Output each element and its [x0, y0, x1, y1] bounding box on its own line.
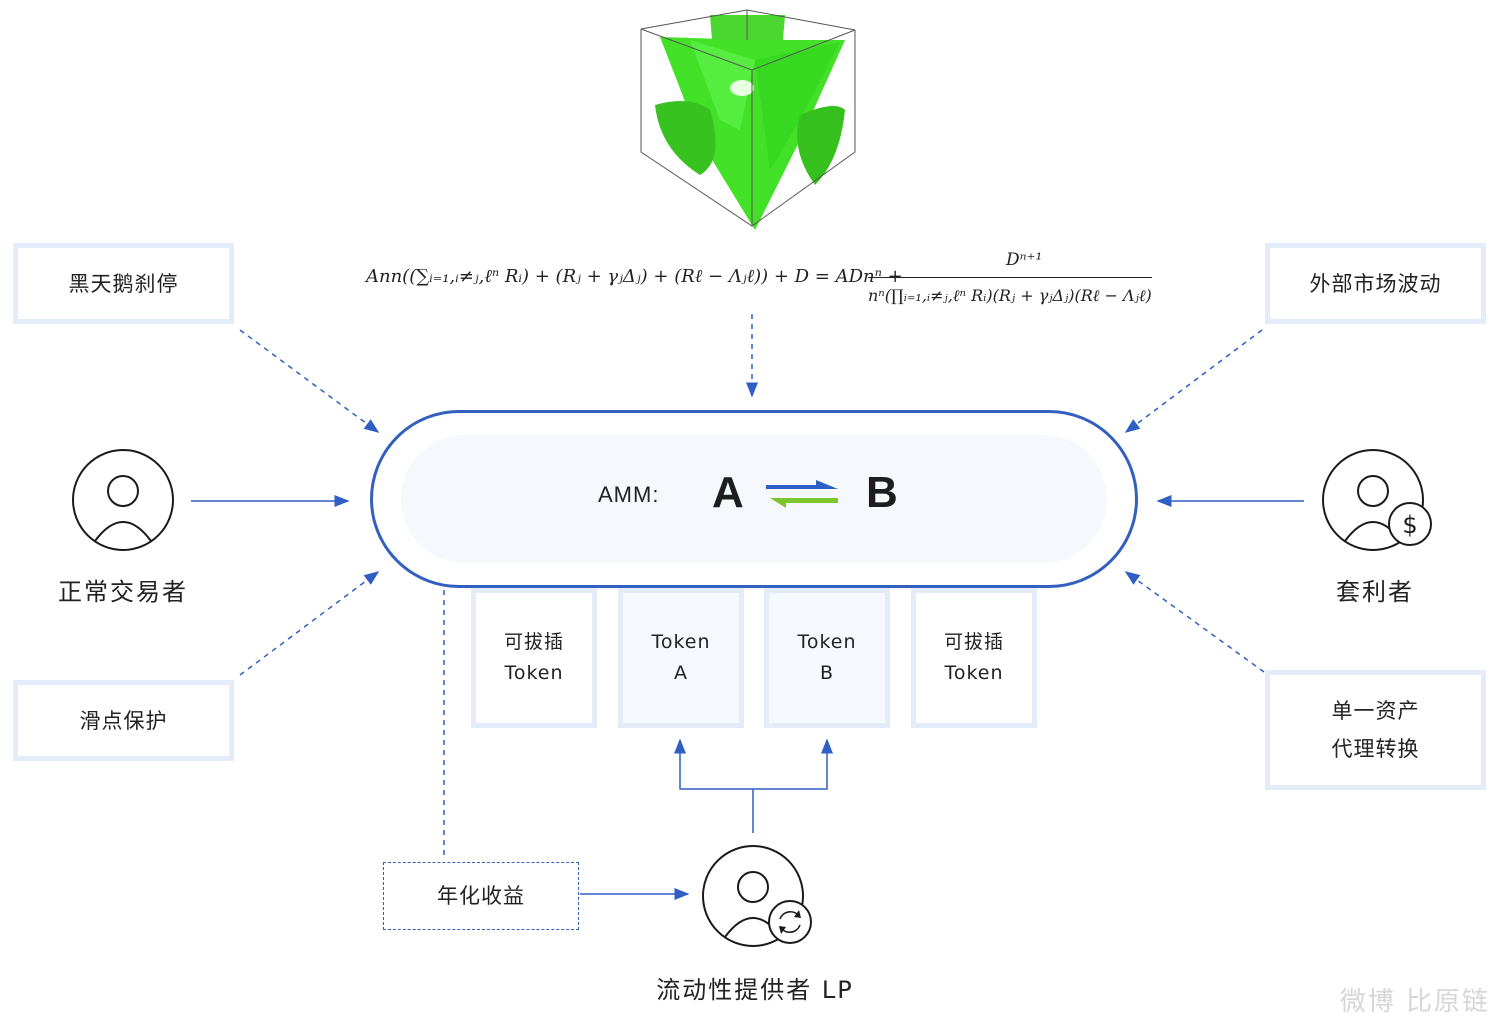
slippage-arrow	[239, 571, 380, 676]
token-line1: Token	[797, 631, 857, 653]
token-line1: 可拔插	[943, 631, 1004, 653]
annual-yield-box: 年化收益	[383, 862, 579, 930]
user-dollar-icon: $	[1322, 449, 1432, 551]
slippage-protection-label: 滑点保护	[79, 708, 168, 733]
token-box-pluggable-right: 可拔插 Token	[911, 588, 1037, 728]
token-line2: Token	[944, 662, 1004, 684]
black-swan-box: 黑天鹅刹停	[13, 243, 234, 324]
token-line1: 可拔插	[503, 631, 564, 653]
amm-token-b: B	[866, 468, 898, 517]
formula-fraction-bar	[868, 277, 1152, 278]
cube-image	[640, 9, 856, 230]
token-line2: A	[674, 662, 688, 684]
lp-bracket-b	[753, 738, 833, 790]
token-box-a: Token A	[618, 588, 744, 728]
token-line1: Token	[651, 631, 711, 653]
single-asset-arrow	[1124, 571, 1265, 673]
lp-bracket	[674, 738, 754, 833]
amm-token-a: A	[712, 468, 744, 517]
external-market-box: 外部市场波动	[1265, 243, 1486, 324]
single-asset-line1: 单一资产	[1331, 699, 1420, 723]
formula-lhs: Ann((∑ᵢ₌₁,ᵢ≠ⱼ,ℓⁿ Rᵢ) + (Rⱼ + γⱼΔⱼ) + (Rℓ…	[366, 266, 903, 287]
amm-pool	[370, 410, 1138, 588]
token-line2: B	[819, 662, 835, 684]
arbitrageur-label: 套利者	[1336, 578, 1414, 606]
swap-arrows-icon	[766, 480, 838, 508]
token-box-pluggable-left: 可拔插 Token	[471, 588, 597, 728]
black-swan-label: 黑天鹅刹停	[68, 271, 179, 296]
token-box-b: Token B	[764, 588, 890, 728]
annual-yield-label: 年化收益	[437, 884, 525, 908]
svg-text:$: $	[1402, 511, 1417, 539]
normal-trader-label: 正常交易者	[58, 578, 188, 606]
slippage-protection-box: 滑点保护	[13, 680, 234, 761]
single-asset-line2: 代理转换	[1331, 737, 1420, 761]
user-icon	[72, 449, 174, 551]
formula-numerator: Dⁿ⁺¹	[1006, 250, 1043, 270]
watermark: 微博 比原链	[1339, 987, 1490, 1017]
amm-invariant-formula: Ann((∑ᵢ₌₁,ᵢ≠ⱼ,ℓⁿ Rᵢ) + (Rⱼ + γⱼΔⱼ) + (Rℓ…	[366, 244, 1156, 334]
black-swan-arrow	[239, 329, 380, 433]
external-market-arrow	[1124, 329, 1263, 433]
lp-label: 流动性提供者 LP	[656, 976, 854, 1004]
amm-pool-inner	[401, 435, 1107, 563]
user-refresh-icon	[702, 845, 812, 947]
token-line2: Token	[504, 662, 564, 684]
single-asset-conversion-box: 单一资产 代理转换	[1265, 670, 1486, 790]
formula-denominator: nⁿ(∏ᵢ₌₁,ᵢ≠ⱼ,ℓⁿ Rᵢ)(Rⱼ + γⱼΔⱼ)(Rℓ − Λⱼℓ)	[868, 286, 1152, 305]
amm-label: AMM:	[598, 482, 660, 507]
external-market-label: 外部市场波动	[1309, 271, 1442, 296]
